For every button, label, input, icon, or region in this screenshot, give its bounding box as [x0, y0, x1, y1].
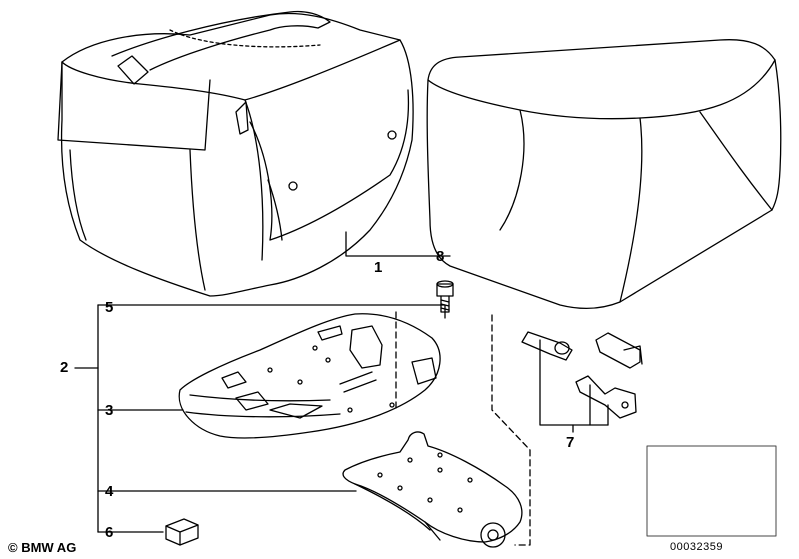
- callout-1: 1: [374, 259, 383, 276]
- diagram-id-label: 00032359: [670, 541, 723, 553]
- bracket-illustration: [342, 431, 523, 548]
- callout-5: 5: [105, 299, 114, 316]
- bolt-illustration: [436, 280, 454, 313]
- callout-8: 8: [436, 248, 445, 265]
- leader-lines: [74, 231, 609, 546]
- callout-3: 3: [105, 402, 114, 419]
- rubber-pad-illustration: [165, 518, 199, 546]
- callout-2: 2: [60, 359, 69, 376]
- copyright-label: © BMW AG: [8, 540, 77, 555]
- callout-4: 4: [105, 483, 114, 500]
- callout-6: 6: [105, 524, 114, 541]
- callout-7: 7: [566, 434, 575, 451]
- base-plate-illustration: [178, 313, 441, 439]
- top-case-illustration: [57, 10, 414, 297]
- cover-illustration: [426, 39, 782, 310]
- empty-info-frame: [646, 445, 777, 537]
- lock-set-illustration: [521, 331, 643, 419]
